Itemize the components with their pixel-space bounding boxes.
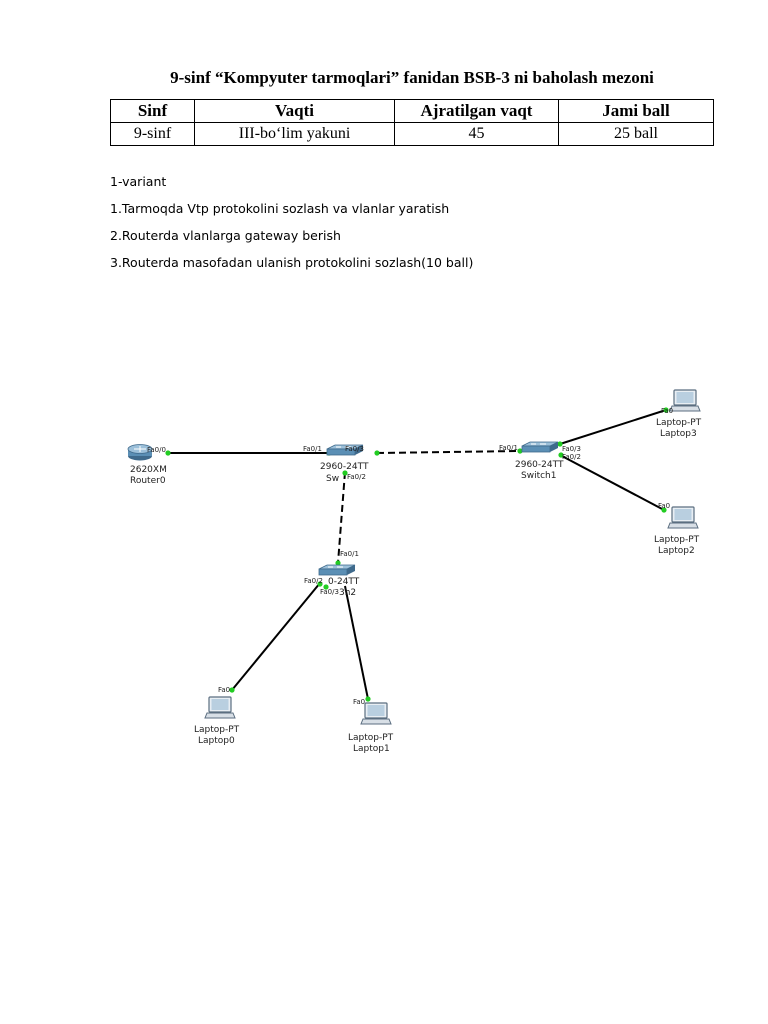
laptop-model-label: Laptop-PT bbox=[348, 733, 394, 743]
table-cell: III-bo‘lim yakuni bbox=[194, 122, 395, 146]
link-switch2-laptop1 bbox=[344, 585, 369, 700]
laptop-model-label: Laptop-PT bbox=[656, 418, 702, 428]
criteria-table: Sinf Vaqti Ajratilgan vaqt Jami ball 9-s… bbox=[110, 99, 714, 146]
laptop-model-label: Laptop-PT bbox=[654, 535, 700, 545]
switch-name-label: Switch1 bbox=[521, 471, 556, 481]
table-header-cell: Sinf bbox=[110, 99, 195, 123]
switch-name-label: Sw bbox=[326, 474, 339, 484]
table-cell: 45 bbox=[394, 122, 559, 146]
switch-model-label: 2960-24TT bbox=[515, 460, 564, 470]
table-cell: 9-sinf bbox=[110, 122, 195, 146]
port-label: Fa0/2 bbox=[347, 473, 366, 481]
laptop-name-label: Laptop1 bbox=[353, 744, 390, 754]
laptop-icon[interactable] bbox=[360, 702, 392, 725]
port-label: Fa0/3 bbox=[345, 445, 364, 453]
switch-model-label: 2960-24TT bbox=[320, 462, 369, 472]
variant-label: 1-variant bbox=[110, 174, 167, 189]
switch-icon[interactable] bbox=[521, 441, 559, 453]
switch-name-label: 3h2 bbox=[339, 588, 356, 598]
table-header-row: Sinf Vaqti Ajratilgan vaqt Jami ball bbox=[110, 99, 714, 123]
router-name-label: Router0 bbox=[130, 476, 166, 486]
port-indicators bbox=[165, 407, 669, 702]
port-label: Fa0/2 bbox=[562, 453, 581, 461]
link-switch2-laptop0 bbox=[231, 582, 321, 691]
table-row: 9-sinf III-bo‘lim yakuni 45 25 ball bbox=[110, 122, 714, 146]
port-label: Fa0/1 bbox=[303, 445, 322, 453]
task-item: 3.Routerda masofadan ulanish protokolini… bbox=[110, 255, 474, 270]
link-switch0-switch2 bbox=[337, 471, 346, 564]
page-title: 9-sinf “Kompyuter tarmoqlari” fanidan BS… bbox=[170, 68, 654, 87]
link-switch0-switch1 bbox=[376, 450, 521, 454]
laptop-icon[interactable] bbox=[667, 506, 699, 529]
port-label: Fa0 bbox=[353, 698, 365, 706]
switch-model-label: 0-24TT bbox=[328, 577, 360, 587]
table-cell: 25 ball bbox=[558, 122, 714, 146]
router-icon[interactable] bbox=[127, 444, 153, 461]
port-label: Fa0/0 bbox=[147, 446, 166, 454]
router-model-label: 2620XM bbox=[130, 465, 167, 475]
port-label: Fa0/1 bbox=[340, 550, 359, 558]
port-label: Fa0 bbox=[658, 502, 670, 510]
port-label: Fa0/3 bbox=[562, 445, 581, 453]
task-item: 2.Routerda vlanlarga gateway berish bbox=[110, 228, 341, 243]
port-label: Fa0/3 bbox=[320, 588, 339, 596]
table-header-cell: Jami ball bbox=[558, 99, 714, 123]
link-switch1-laptop2 bbox=[559, 454, 665, 511]
laptop-model-label: Laptop-PT bbox=[194, 725, 240, 735]
task-item: 1.Tarmoqda Vtp protokolini sozlash va vl… bbox=[110, 201, 450, 216]
laptop-name-label: Laptop2 bbox=[658, 546, 695, 556]
table-header-cell: Ajratilgan vaqt bbox=[394, 99, 559, 123]
laptop-name-label: Laptop0 bbox=[198, 736, 235, 746]
port-label: Fa0 bbox=[661, 407, 673, 415]
laptop-icon[interactable] bbox=[204, 696, 236, 719]
switch-icon[interactable] bbox=[318, 564, 356, 576]
laptop-name-label: Laptop3 bbox=[660, 429, 697, 439]
laptop-icon[interactable] bbox=[669, 389, 701, 412]
port-label: Fa0/2 bbox=[304, 577, 323, 585]
port-label: Fa0/1 bbox=[499, 444, 518, 452]
port-label: Fa0 bbox=[218, 686, 230, 694]
link-switch1-laptop3 bbox=[559, 409, 667, 445]
